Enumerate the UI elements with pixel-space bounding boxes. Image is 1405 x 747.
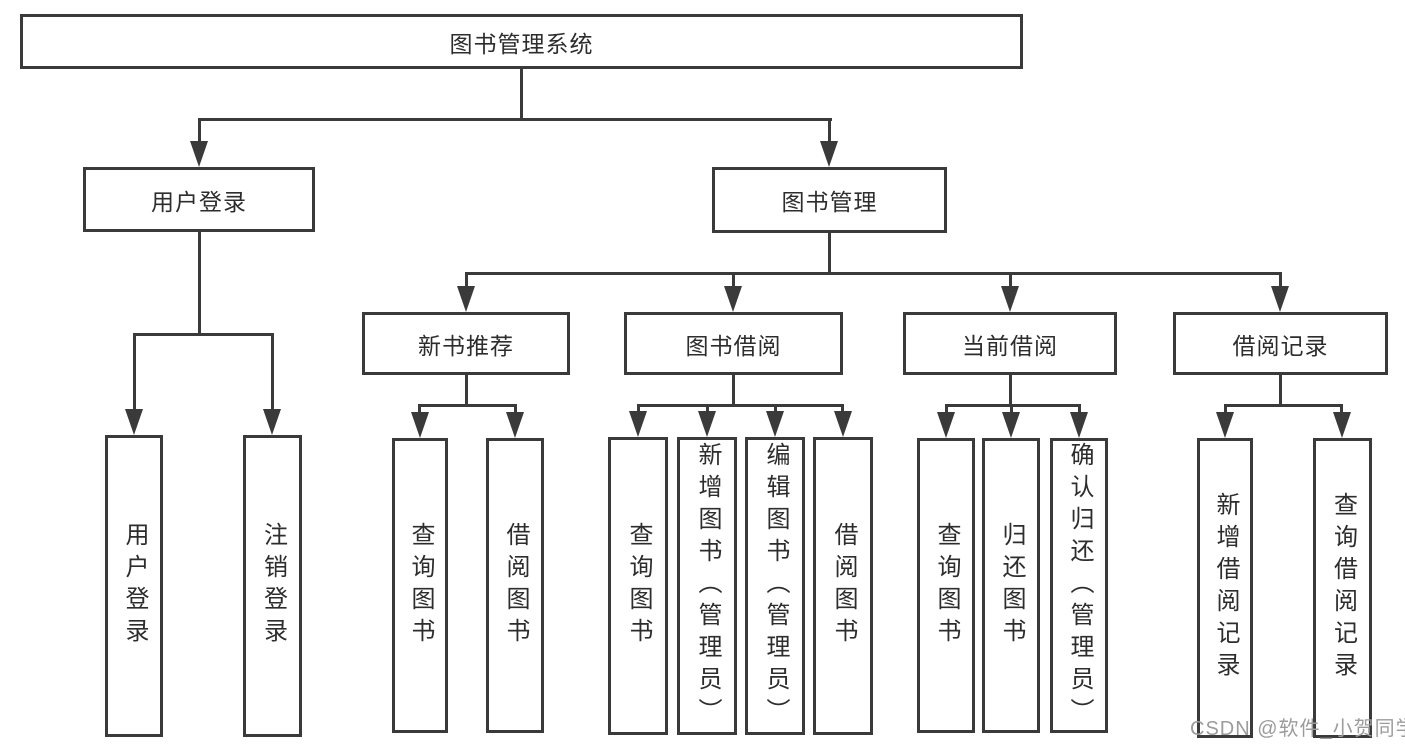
node-current-borrowing: 当前借阅 (903, 312, 1117, 375)
arrowhead-down-icon (457, 286, 475, 312)
node-label: 新增借阅记录 (1212, 492, 1239, 684)
connector-line (945, 404, 948, 415)
node-label: 借阅图书 (502, 521, 529, 650)
leaf-borrow-books: 借阅图书 (813, 437, 873, 735)
node-label: 确认归还（管理员） (1066, 441, 1093, 730)
connector-line (1224, 404, 1343, 407)
node-label: 编辑图书（管理员） (762, 442, 789, 730)
arrowhead-down-icon (820, 141, 838, 167)
leaf-logout: 注销登录 (243, 435, 302, 737)
arrowhead-down-icon (190, 141, 208, 167)
connector-line (732, 272, 735, 288)
connector-line (133, 333, 136, 411)
arrowhead-down-icon (506, 412, 524, 438)
node-label: 查询图书 (933, 521, 960, 650)
connector-line (828, 118, 831, 144)
connector-line (198, 118, 832, 121)
node-label: 借阅图书 (830, 522, 857, 650)
connector-line (1279, 272, 1282, 288)
arrowhead-down-icon (1216, 412, 1234, 438)
connector-line (418, 404, 421, 415)
node-label: 图书借阅 (685, 332, 782, 359)
node-label: 新书推荐 (418, 332, 514, 359)
node-label: 归还图书 (998, 521, 1025, 650)
connector-line (1009, 272, 1012, 288)
connector-line (1010, 404, 1013, 415)
connector-line (637, 404, 844, 407)
arrowhead-down-icon (937, 412, 955, 438)
node-label: 图书管理系统 (449, 30, 594, 57)
leaf-query-borrow-record: 查询借阅记录 (1313, 438, 1372, 738)
leaf-confirm-return-admin: 确认归还（管理员） (1050, 438, 1108, 733)
connector-line (945, 404, 1081, 407)
leaf-user-login: 用户登录 (105, 435, 163, 737)
node-label: 图书管理 (781, 189, 878, 215)
csdn-watermark: CSDN @软件_小贺同学 (1190, 718, 1405, 740)
connector-line (637, 404, 640, 414)
connector-line (706, 404, 709, 414)
arrowhead-down-icon (629, 411, 647, 437)
connector-line (465, 375, 468, 407)
arrowhead-down-icon (1271, 286, 1289, 312)
leaf-add-books-admin: 新增图书（管理员） (677, 437, 737, 735)
arrowhead-down-icon (1333, 412, 1351, 438)
node-new-book-recommend: 新书推荐 (362, 312, 570, 375)
connector-line (732, 375, 735, 407)
arrowhead-down-icon (1002, 412, 1020, 438)
node-book-management: 图书管理 (712, 167, 947, 233)
connector-line (1340, 404, 1343, 415)
arrowhead-down-icon (724, 286, 742, 312)
node-label: 查询借阅记录 (1329, 492, 1357, 684)
connector-line (1224, 404, 1227, 415)
connector-line (514, 404, 517, 415)
leaf-query-books: 查询图书 (392, 438, 448, 733)
arrowhead-down-icon (766, 411, 784, 437)
node-library-management-system: 图书管理系统 (20, 14, 1023, 69)
arrowhead-down-icon (125, 409, 143, 435)
connector-line (465, 272, 468, 288)
connector-line (1279, 375, 1282, 407)
connector-line (198, 232, 201, 336)
connector-line (418, 404, 517, 407)
connector-line (271, 333, 274, 411)
connector-line (774, 404, 777, 414)
node-label: 新增图书（管理员） (694, 442, 721, 730)
leaf-edit-books-admin: 编辑图书（管理员） (745, 437, 805, 735)
leaf-borrow-books: 借阅图书 (486, 438, 544, 733)
arrowhead-down-icon (411, 412, 429, 438)
arrowhead-down-icon (263, 409, 281, 435)
node-label: 查询图书 (625, 522, 652, 650)
connector-line (465, 272, 1282, 275)
node-borrowing-records: 借阅记录 (1173, 312, 1388, 375)
connector-line (841, 404, 844, 414)
connector-line (133, 333, 274, 336)
node-label: 用户登录 (151, 188, 247, 215)
connector-line (1009, 375, 1012, 407)
arrowhead-down-icon (1070, 412, 1088, 438)
leaf-query-books: 查询图书 (608, 437, 668, 735)
node-label: 用户登录 (121, 522, 148, 650)
connector-line (520, 69, 523, 119)
arrowhead-down-icon (1001, 286, 1019, 312)
leaf-query-books: 查询图书 (917, 438, 975, 733)
connector-line (198, 118, 201, 144)
leaf-return-books: 归还图书 (982, 438, 1040, 733)
node-user-login: 用户登录 (83, 167, 315, 232)
leaf-add-borrow-record: 新增借阅记录 (1197, 438, 1253, 738)
node-label: 当前借阅 (962, 332, 1058, 359)
node-label: 借阅记录 (1232, 332, 1329, 359)
arrowhead-down-icon (834, 411, 852, 437)
connector-line (1078, 404, 1081, 415)
node-label: 注销登录 (259, 522, 287, 650)
arrowhead-down-icon (698, 411, 716, 437)
connector-line (828, 233, 831, 275)
node-label: 查询图书 (407, 521, 434, 650)
node-book-borrowing: 图书借阅 (624, 312, 843, 375)
